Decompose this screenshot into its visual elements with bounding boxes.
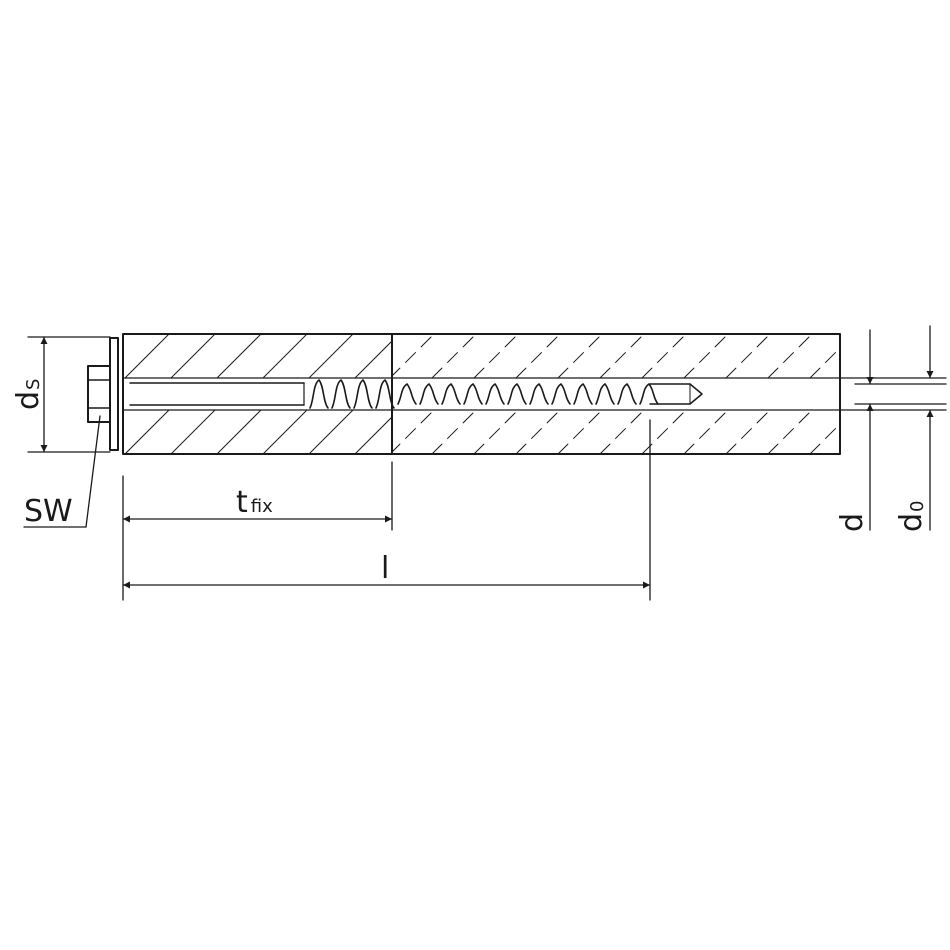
hatch-line: [473, 334, 519, 378]
thread-turn: [551, 383, 571, 405]
hatch-line: [392, 410, 393, 411]
base-hatch-top: [392, 334, 896, 378]
hatch-line: [725, 410, 771, 454]
thread-turn: [595, 383, 615, 405]
screw-thread: [309, 379, 659, 409]
dimension-d0: d0: [894, 325, 934, 533]
hatch-line: [515, 410, 561, 454]
hatch-line: [123, 334, 124, 335]
hatch-line: [216, 334, 262, 378]
hatch-line: [392, 410, 435, 453]
hatch-line: [725, 334, 771, 378]
label-d: d: [835, 513, 870, 532]
dimension-l: l: [122, 419, 651, 601]
hatch-line: [515, 334, 561, 378]
hatch-line: [641, 410, 687, 454]
hatch-line: [124, 410, 170, 454]
hatch-line: [262, 334, 308, 378]
hatch-line: [599, 334, 645, 378]
hatch-line: [308, 334, 354, 378]
hatch-line: [262, 410, 308, 454]
hatch-line: [431, 410, 477, 454]
hatch-line: [123, 410, 124, 411]
dimension-ds: dS: [11, 336, 111, 453]
thread-turn: [397, 383, 417, 405]
screw-shank: [129, 382, 703, 406]
fixture-hatch-top: [123, 334, 392, 378]
thread-turn: [507, 383, 527, 405]
label-d0: d0: [894, 501, 929, 533]
hatch-line: [557, 410, 603, 454]
dimension-sw: SW: [23, 415, 101, 529]
thread-turn: [419, 383, 439, 405]
hatch-line: [170, 410, 216, 454]
hatch-line: [809, 347, 840, 378]
thread-turn: [441, 383, 461, 405]
hatch-line: [473, 410, 519, 454]
hatch-line: [599, 410, 645, 454]
thread-turn: [309, 379, 329, 409]
hatch-line: [308, 410, 354, 454]
hex-head: [87, 337, 119, 451]
hatch-line: [809, 423, 840, 454]
hatch-line: [683, 334, 729, 378]
thread-turn: [485, 383, 505, 405]
hatch-line: [216, 410, 262, 454]
label-ds: dS: [11, 379, 46, 410]
thread-turn: [573, 383, 593, 405]
hatch-line: [683, 410, 729, 454]
thread-turn: [375, 379, 395, 409]
hatch-line: [124, 334, 170, 378]
hatch-line: [767, 410, 813, 454]
base-material-block: [391, 333, 896, 455]
thread-turn: [463, 383, 483, 405]
thread-turn: [617, 383, 637, 405]
dimension-d: d: [835, 329, 947, 532]
thread-turn: [331, 379, 351, 409]
hatch-line: [767, 334, 813, 378]
label-sw: SW: [24, 494, 73, 529]
hatch-line: [170, 334, 216, 378]
hatch-line: [557, 334, 603, 378]
fixture-hatch-bottom: [123, 410, 392, 454]
thread-turn: [639, 383, 659, 405]
label-l: l: [381, 551, 389, 586]
hatch-line: [852, 334, 896, 378]
thread-turn: [353, 379, 373, 409]
hatch-line: [431, 334, 477, 378]
hatch-line: [392, 334, 435, 377]
base-hatch-bottom: [392, 410, 896, 454]
bore-hole: [122, 377, 947, 411]
hatch-line: [852, 410, 896, 454]
hatch-line: [641, 334, 687, 378]
thread-turn: [529, 383, 549, 405]
hatch-line: [392, 334, 393, 335]
